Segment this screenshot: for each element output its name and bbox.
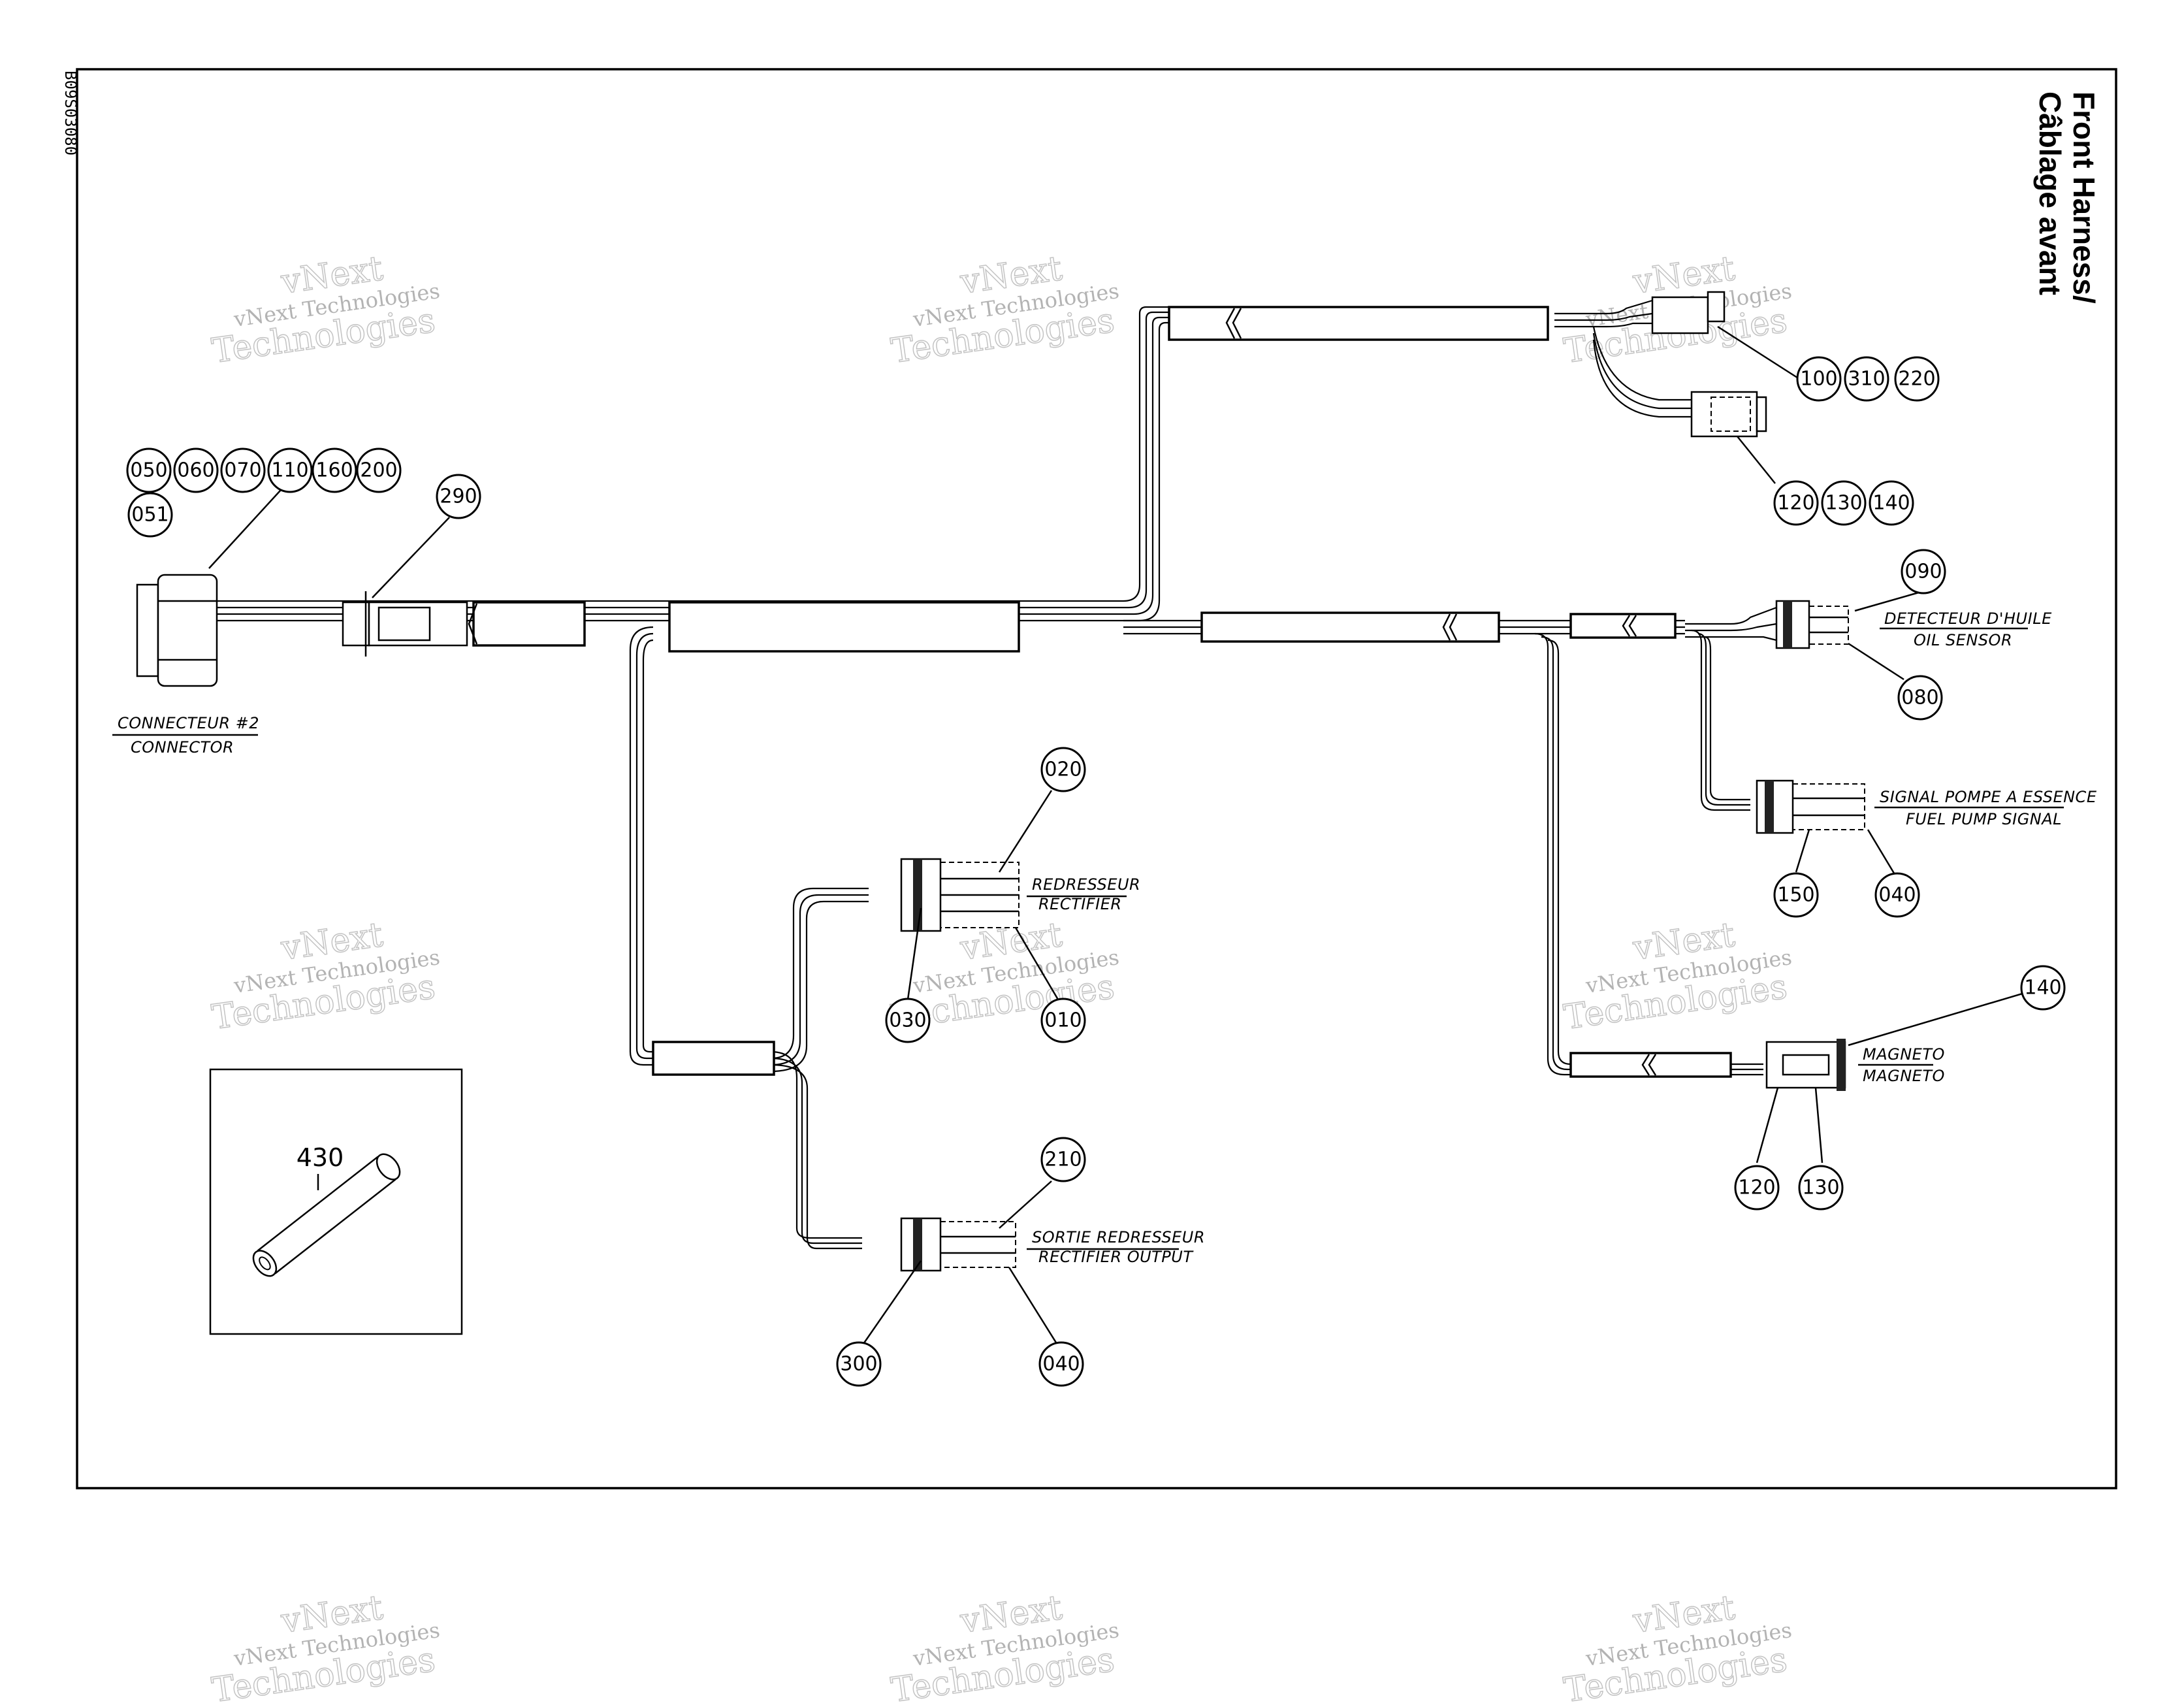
callout-140: 140 bbox=[1869, 480, 1914, 526]
label-magneto-en: MAGNETO bbox=[1863, 1067, 1945, 1085]
fuel-pump-connector bbox=[1756, 779, 1865, 834]
callout-060: 060 bbox=[173, 447, 219, 493]
svg-text:130: 130 bbox=[1825, 492, 1862, 515]
callout-010: 010 bbox=[1040, 998, 1086, 1043]
svg-text:070: 070 bbox=[224, 459, 261, 482]
svg-text:080: 080 bbox=[1901, 687, 1938, 709]
callout-090: 090 bbox=[1901, 549, 1946, 594]
connector-labels: CONNECTEUR #2 CONNECTOR REDRESSEUR RECTI… bbox=[112, 610, 2097, 1266]
callout-030: 030 bbox=[885, 998, 931, 1043]
svg-text:040: 040 bbox=[1878, 884, 1916, 907]
label-430: 430 bbox=[297, 1143, 344, 1172]
svg-text:310: 310 bbox=[1848, 368, 1885, 391]
callout-080: 080 bbox=[1897, 675, 1943, 721]
upper-connectors bbox=[1651, 291, 1767, 438]
sleeves bbox=[468, 306, 1732, 1078]
svg-text:100: 100 bbox=[1800, 368, 1837, 391]
label-oil-fr: DETECTEUR D'HUILE bbox=[1884, 610, 2052, 628]
svg-text:040: 040 bbox=[1042, 1353, 1080, 1376]
svg-text:051: 051 bbox=[131, 504, 169, 527]
oil-sensor-connector bbox=[1775, 600, 1849, 649]
label-fuel-en: FUEL PUMP SIGNAL bbox=[1906, 810, 2062, 828]
svg-text:160: 160 bbox=[315, 459, 353, 482]
callout-040: 040 bbox=[1038, 1341, 1084, 1387]
document-code: B09S03080 bbox=[61, 71, 80, 155]
title-line-2: Câblage avant bbox=[2033, 91, 2067, 295]
svg-text:140: 140 bbox=[1872, 492, 1910, 515]
magneto-connector bbox=[1765, 1039, 1846, 1091]
label-rectifier-en: RECTIFIER bbox=[1038, 895, 1122, 913]
label-rectifier-output-fr: SORTIE REDRESSEUR bbox=[1032, 1228, 1205, 1246]
leader-lines bbox=[208, 325, 2025, 1346]
callout-150: 150 bbox=[1773, 872, 1819, 918]
callout-040: 040 bbox=[1874, 872, 1920, 918]
sleeve-main-left bbox=[472, 601, 586, 647]
svg-text:020: 020 bbox=[1044, 758, 1082, 781]
rectifier-output-connector bbox=[900, 1217, 1016, 1272]
svg-text:050: 050 bbox=[130, 459, 167, 482]
callout-120: 120 bbox=[1773, 480, 1819, 526]
tube-icon bbox=[252, 1153, 401, 1277]
sleeve-magneto bbox=[1569, 1052, 1732, 1078]
callout-210: 210 bbox=[1040, 1137, 1086, 1182]
label-magneto-fr: MAGNETO bbox=[1863, 1045, 1945, 1064]
callout-050: 050 bbox=[126, 447, 172, 493]
svg-text:140: 140 bbox=[2024, 977, 2061, 1000]
svg-text:060: 060 bbox=[177, 459, 214, 482]
callout-130: 130 bbox=[1798, 1165, 1844, 1211]
svg-text:210: 210 bbox=[1044, 1148, 1082, 1171]
svg-text:090: 090 bbox=[1904, 561, 1942, 583]
drawing-frame bbox=[76, 68, 2117, 1489]
svg-text:010: 010 bbox=[1044, 1009, 1082, 1032]
label-connector-en: CONNECTOR bbox=[131, 738, 234, 756]
svg-text:290: 290 bbox=[440, 485, 477, 508]
callout-bubbles: 050 060 070 110 160 200 051 290 100 310 … bbox=[126, 356, 2066, 1387]
callout-070: 070 bbox=[220, 447, 266, 493]
inset-box bbox=[209, 1068, 463, 1335]
svg-text:150: 150 bbox=[1777, 884, 1814, 907]
sleeve-upper bbox=[1168, 306, 1549, 341]
callout-100: 100 bbox=[1796, 356, 1842, 402]
inset-tube: 430 bbox=[209, 1068, 463, 1335]
callout-290: 290 bbox=[436, 474, 481, 519]
drawing-title: Front Harness/ Câblage avant bbox=[2033, 91, 2101, 304]
svg-text:120: 120 bbox=[1777, 492, 1814, 515]
svg-text:220: 220 bbox=[1898, 368, 1935, 391]
callout-160: 160 bbox=[312, 447, 357, 493]
callout-220: 220 bbox=[1894, 356, 1940, 402]
sleeve-main-center bbox=[668, 601, 1020, 653]
callout-300: 300 bbox=[836, 1341, 882, 1387]
main-connector bbox=[136, 574, 468, 687]
wire-bundles bbox=[216, 299, 1777, 1250]
label-oil-en: OIL SENSOR bbox=[1914, 631, 2012, 649]
svg-text:110: 110 bbox=[271, 459, 308, 482]
callout-110: 110 bbox=[267, 447, 313, 493]
label-connector-fr: CONNECTEUR #2 bbox=[118, 714, 259, 732]
svg-text:120: 120 bbox=[1738, 1177, 1775, 1199]
callout-120: 120 bbox=[1734, 1165, 1780, 1211]
callout-020: 020 bbox=[1040, 747, 1086, 792]
svg-text:200: 200 bbox=[360, 459, 397, 482]
title-line-1: Front Harness/ bbox=[2067, 91, 2101, 304]
label-rectifier-fr: REDRESSEUR bbox=[1032, 875, 1140, 894]
label-rectifier-output-en: RECTIFIER OUTPUT bbox=[1038, 1248, 1194, 1266]
callout-130: 130 bbox=[1821, 480, 1867, 526]
label-fuel-fr: SIGNAL POMPE A ESSENCE bbox=[1880, 788, 2097, 806]
sleeve-left-branch bbox=[652, 1041, 775, 1076]
callout-051: 051 bbox=[127, 492, 173, 538]
callout-200: 200 bbox=[356, 447, 402, 493]
svg-text:030: 030 bbox=[889, 1009, 926, 1032]
svg-text:300: 300 bbox=[840, 1353, 877, 1376]
callout-140: 140 bbox=[2020, 965, 2066, 1011]
svg-text:130: 130 bbox=[1802, 1177, 1839, 1199]
callout-310: 310 bbox=[1844, 356, 1889, 402]
